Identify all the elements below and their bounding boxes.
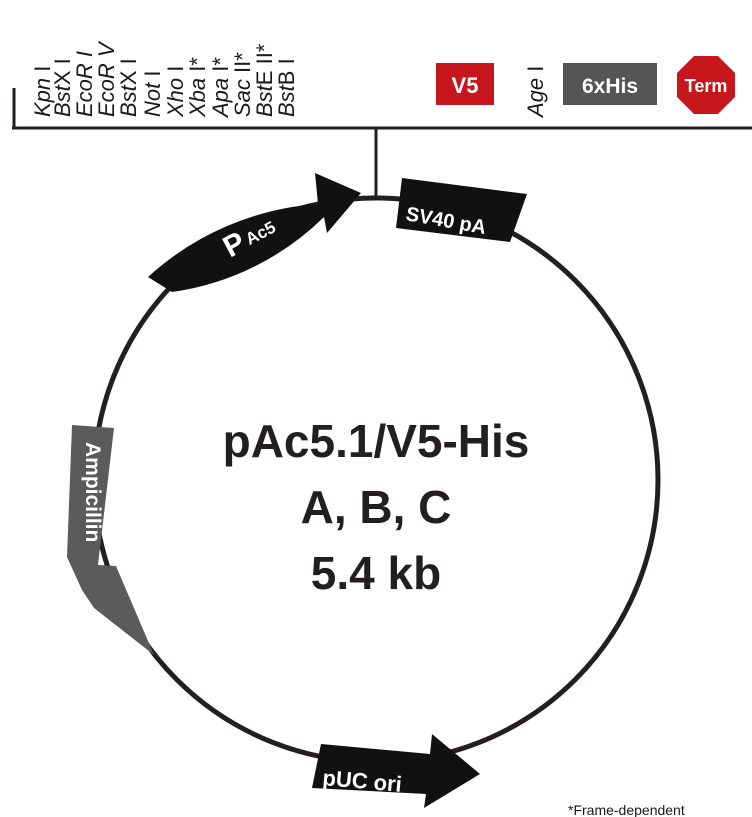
- footnote: *Frame-dependent: [568, 802, 685, 817]
- restriction-site-label: Sac II*: [230, 52, 255, 117]
- his-tag: 6xHis: [563, 63, 657, 105]
- restriction-site-label: Xba I*: [185, 57, 210, 118]
- svg-text:Term: Term: [685, 76, 728, 96]
- age-site-label: Age I: [523, 66, 548, 119]
- terminator-sign: Term: [677, 56, 735, 114]
- v5-tag: V5: [436, 63, 494, 105]
- restriction-site-label: BstX I: [50, 58, 75, 117]
- mcs-bracket: [12, 88, 752, 200]
- plasmid-name: pAc5.1/V5-His: [223, 415, 530, 467]
- plasmid-title: pAc5.1/V5-His A, B, C 5.4 kb: [223, 415, 530, 599]
- origin-arrow: pUC ori: [312, 734, 480, 808]
- restriction-site-label: BstX I: [116, 58, 141, 117]
- promoter-arrow: PAc5: [148, 173, 361, 292]
- restriction-site-label: BstB I: [274, 58, 299, 117]
- polyA-feature: SV40 pA: [396, 178, 527, 242]
- svg-text:Ampicillin: Ampicillin: [81, 442, 104, 542]
- ampicillin-arrow: Ampicillin: [67, 425, 154, 655]
- restriction-site-label: BstE II*: [252, 43, 277, 117]
- restriction-site-label: EcoR I: [72, 51, 97, 117]
- plasmid-size: 5.4 kb: [311, 547, 441, 599]
- plasmid-variants: A, B, C: [301, 481, 452, 533]
- promoter-label: PAc5: [218, 210, 281, 265]
- restriction-site-label: Apa I*: [208, 57, 233, 119]
- restriction-site-label: Xho I: [163, 66, 188, 118]
- restriction-site-list: Kpn I BstX I EcoR I EcoR V BstX I Not I …: [30, 40, 299, 119]
- restriction-site-label: EcoR V: [94, 40, 119, 117]
- svg-text:6xHis: 6xHis: [582, 75, 638, 98]
- restriction-site-label: Kpn I: [30, 66, 55, 117]
- restriction-site-label: Not I: [140, 71, 165, 117]
- svg-text:V5: V5: [452, 73, 479, 98]
